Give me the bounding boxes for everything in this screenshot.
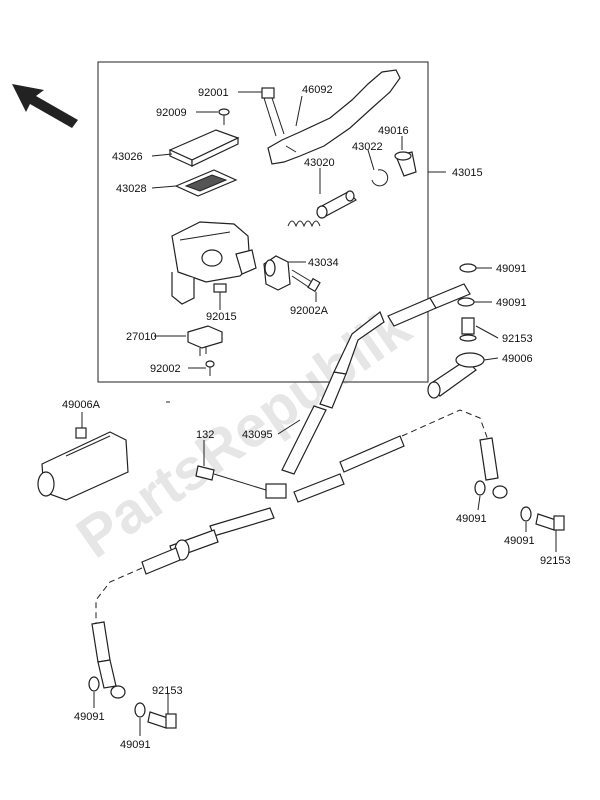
label-132: 132 [196, 429, 214, 441]
brake-hose [91, 283, 508, 699]
banjo-bolt-right [535, 513, 565, 531]
label-49091-f: 49091 [120, 739, 151, 751]
label-49006: 49006 [502, 353, 533, 365]
handlebar-clamp [263, 255, 291, 291]
cap-screw [218, 108, 230, 125]
label-49091-e: 49091 [74, 711, 105, 723]
label-49091-a: 49091 [496, 263, 527, 275]
banjo-fitting-a [37, 427, 129, 501]
label-46092: 46092 [302, 84, 333, 96]
brake-lever [267, 69, 401, 165]
circlip [371, 169, 389, 187]
clamp-bolt [291, 269, 321, 293]
switch-mount-screw [205, 360, 215, 376]
label-43015: 43015 [452, 167, 483, 179]
washer-left-a [88, 676, 100, 692]
washer-left-b [134, 702, 146, 718]
brake-light-switch [187, 325, 223, 356]
label-49091-b: 49091 [496, 297, 527, 309]
label-43022: 43022 [352, 141, 383, 153]
label-43034: 43034 [308, 257, 339, 269]
banjo-bolt-top [459, 317, 477, 342]
dust-boot [394, 151, 417, 177]
label-49006A: 49006A [62, 399, 101, 411]
label-27010: 27010 [126, 331, 157, 343]
label-92153-a: 92153 [502, 333, 533, 345]
master-cylinder-body [171, 221, 257, 305]
label-92015: 92015 [206, 311, 237, 323]
label-92153-b: 92153 [540, 555, 571, 567]
switch-screw [213, 283, 227, 302]
label-92002A: 92002A [290, 305, 329, 317]
label-49016: 49016 [378, 125, 409, 137]
pivot-bolt [261, 87, 285, 137]
washer-right-a [474, 480, 486, 496]
label-92009: 92009 [156, 107, 187, 119]
banjo-bolt-left [147, 711, 177, 729]
washer-upper-a [459, 263, 477, 273]
banjo-fitting [427, 352, 485, 399]
label-43026: 43026 [112, 151, 143, 163]
label-49091-c: 49091 [456, 513, 487, 525]
label-92001: 92001 [198, 87, 229, 99]
master-cylinder-assembly-box [97, 61, 429, 383]
joint-bolt [195, 465, 267, 491]
label-92002: 92002 [150, 363, 181, 375]
direction-arrow-icon [12, 84, 78, 128]
washer-right-b [520, 506, 532, 522]
label-92153-c: 92153 [152, 685, 183, 697]
label-43095: 43095 [242, 429, 273, 441]
piston-kit [287, 190, 357, 228]
label-49091-d: 49091 [504, 535, 535, 547]
diaphragm [174, 169, 238, 197]
reservoir-cap [168, 129, 240, 167]
label-43020: 43020 [304, 157, 335, 169]
washer-upper-b [457, 297, 475, 307]
label-43028: 43028 [116, 183, 147, 195]
